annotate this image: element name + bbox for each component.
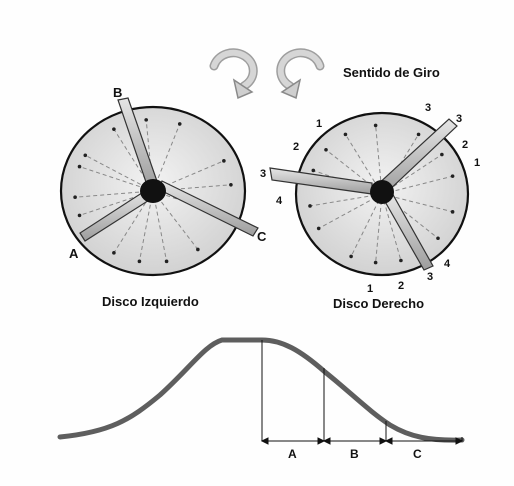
interval-c-label: C [413, 447, 422, 461]
bell-curve [57, 337, 465, 445]
marker-dot [399, 258, 403, 263]
marker-dot [349, 254, 353, 259]
marker-dot [440, 152, 444, 157]
left-label-b: B [113, 85, 122, 100]
guide-line [325, 149, 383, 195]
guide-line [79, 190, 154, 216]
guide-line [75, 190, 154, 198]
right-num: 2 [462, 139, 468, 151]
marker-dot [373, 123, 378, 128]
guide-line [152, 190, 199, 250]
right-num: 2 [293, 141, 299, 153]
guide-line [113, 190, 154, 254]
guide-line [381, 193, 439, 239]
marker-dot [112, 127, 116, 131]
guide-line [152, 184, 231, 192]
guide-line [375, 125, 383, 195]
marker-dot [77, 213, 82, 218]
marker-dot [77, 164, 82, 169]
right-num: 4 [444, 258, 451, 270]
left-label-a: A [69, 246, 79, 261]
marker-dot [222, 159, 226, 163]
right-num: 1 [474, 157, 480, 169]
right-num: 3 [425, 102, 431, 114]
right-label-3-bottom: 3 [427, 271, 433, 283]
guide-line [113, 128, 154, 192]
guide-line [145, 119, 154, 192]
marker-dot [450, 210, 455, 214]
marker-dot [229, 182, 233, 187]
marker-dot [137, 259, 142, 264]
marker-dot [83, 153, 88, 158]
marker-dot [73, 195, 77, 200]
left-disk [59, 97, 259, 277]
right-label-3-left: 3 [260, 168, 266, 180]
interval-a-label: A [288, 447, 297, 461]
marker-dot [316, 226, 321, 231]
marker-dot [112, 251, 116, 255]
right-disk-caption: Disco Derecho [333, 296, 424, 311]
marker-dot [311, 168, 316, 173]
marker-dot [450, 174, 455, 178]
guide-line [381, 134, 419, 195]
right-num: 2 [398, 280, 404, 292]
marker-dot [308, 204, 312, 208]
guide-line [381, 193, 402, 261]
marker-dot [343, 132, 348, 137]
interval-b-label: B [350, 447, 359, 461]
marker-dot [196, 247, 200, 252]
guide-line [152, 190, 168, 262]
rotation-arrow-right-icon [276, 48, 325, 100]
marker-dot [416, 132, 421, 137]
guide-line [79, 166, 154, 192]
marker-dot [373, 260, 378, 265]
guide-line [152, 160, 225, 192]
guide-line [350, 193, 383, 257]
marker-dot [164, 259, 169, 264]
guide-line [381, 154, 443, 195]
right-label-3-top: 3 [456, 113, 462, 125]
guide-line [85, 154, 154, 192]
guide-line [152, 123, 181, 192]
right-hub [370, 180, 394, 204]
guide-line [138, 190, 154, 262]
left-hub [140, 179, 166, 203]
guide-line [375, 193, 383, 263]
rotation-label: Sentido de Giro [343, 65, 440, 80]
right-disk [269, 111, 470, 277]
rotation-arrow-left-icon [209, 48, 258, 100]
guide-line [381, 175, 453, 195]
guide-line [381, 193, 453, 213]
guide-line [318, 193, 383, 229]
left-disk-caption: Disco Izquierdo [102, 294, 199, 309]
right-num: 4 [276, 195, 283, 207]
right-num: 1 [367, 283, 373, 295]
right-num: 1 [316, 118, 322, 130]
left-label-c: C [257, 229, 267, 244]
marker-dot [144, 118, 148, 122]
guide-line [309, 193, 383, 207]
marker-dot [436, 236, 440, 241]
marker-dot [177, 122, 182, 126]
guide-line [345, 134, 383, 195]
marker-dot [324, 147, 328, 152]
